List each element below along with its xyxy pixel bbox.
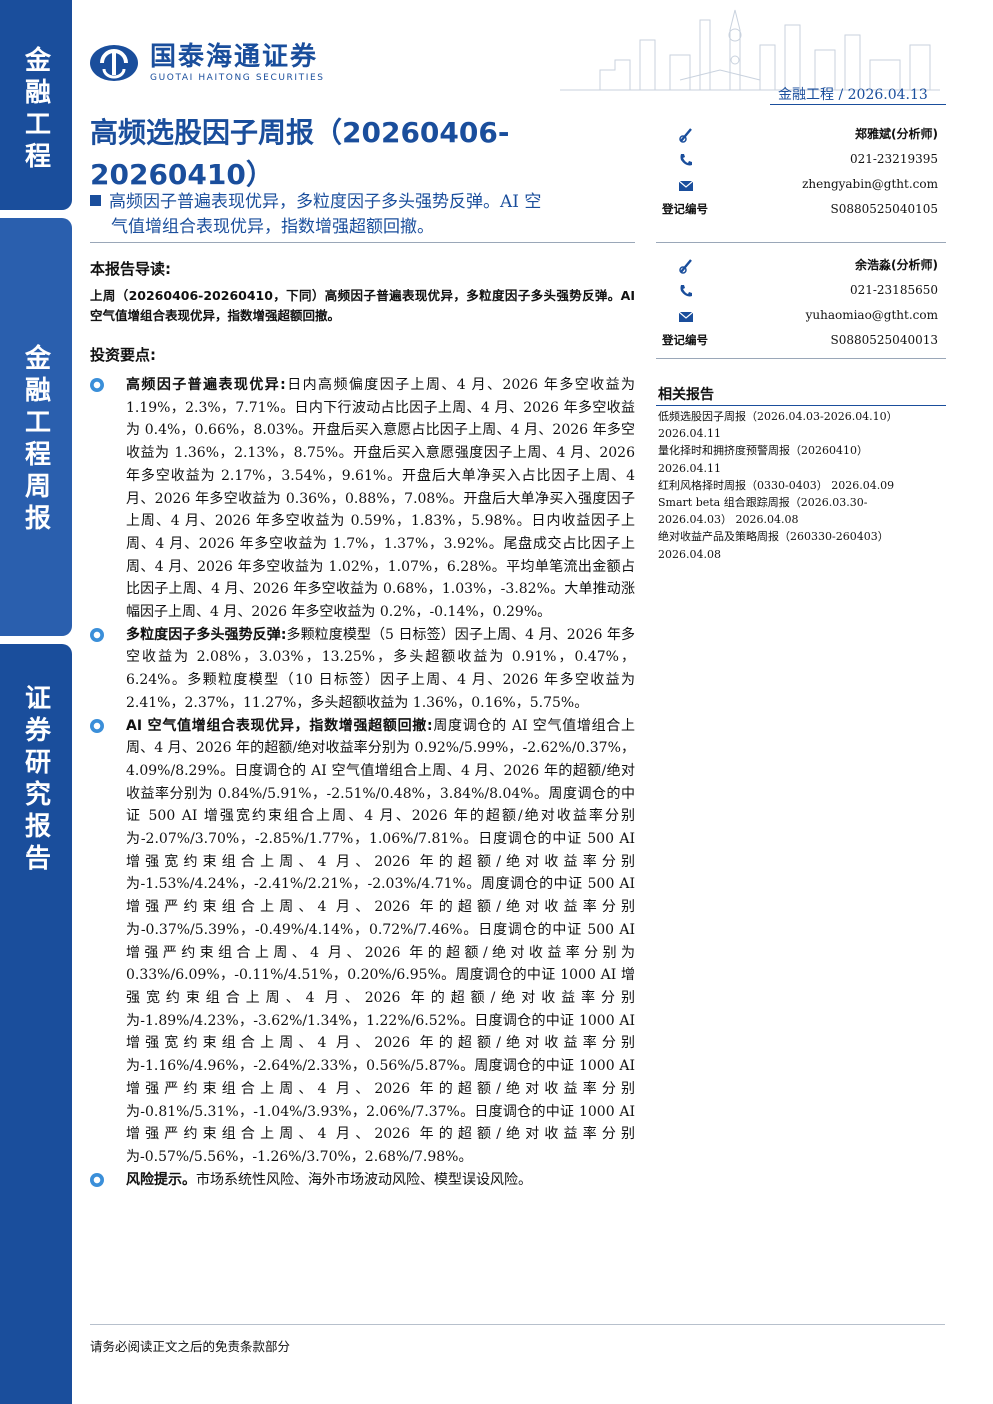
guide-text: 上周（20260406-20260410，下同）高频因子普遍表现优异，多粒度因子… [90, 288, 635, 323]
guide-heading: 本报告导读: [90, 260, 171, 278]
related-item[interactable]: 绝对收益产品及策略周报（260330-260403） [658, 530, 889, 544]
analyst-divider [656, 242, 946, 243]
point-item: AI 空气值增组合表现优异，指数增强超额回撤:周度调仓的 AI 空气值增组合上周… [90, 715, 635, 1169]
footer-rule [90, 1324, 945, 1325]
header-rule [770, 104, 946, 105]
analyst-divider [656, 358, 946, 359]
title-divider [90, 242, 635, 243]
related-item: 2026.04.08 [658, 547, 721, 561]
brand-name-en: GUOTAI HAITONG SECURITIES [150, 73, 325, 83]
analyst-name: 余浩淼(分析师) [855, 258, 938, 272]
points-heading: 投资要点: [90, 346, 156, 364]
pen-icon [678, 258, 694, 283]
sidebar-report-kind: 证券研究报告 [0, 644, 72, 1404]
bullet-circle-icon [90, 718, 104, 733]
related-item: 2026.04.03） 2026.04.08 [658, 513, 799, 527]
sidebar-report-type: 金融工程周报 [0, 218, 72, 636]
brand-name: 国泰海通证券 [150, 42, 319, 72]
related-item: 2026.04.11 [658, 461, 721, 475]
point-item: 风险提示。市场系统性风险、海外市场波动风险、模型误设风险。 [90, 1169, 635, 1192]
analyst-email[interactable]: yuhaomiao@gtht.com [805, 308, 938, 322]
brand-logo: 国泰海通证券 GUOTAI HAITONG SECURITIES [88, 43, 325, 83]
header-category-date: 金融工程 / 2026.04.13 [778, 87, 928, 103]
email-icon [678, 177, 694, 202]
point-item: 多粒度因子多头强势反弹:多颗粒度模型（5 日标签）因子上周、4 月、2026 年… [90, 624, 635, 715]
bullet-circle-icon [90, 627, 104, 642]
sidebar-category: 金融工程 [0, 0, 72, 210]
related-rule [656, 405, 946, 406]
analyst-email[interactable]: zhengyabin@gtht.com [802, 177, 938, 191]
investment-points: 高频因子普遍表现优异:日内高频偏度因子上周、4 月、2026 年多空收益为 1.… [90, 374, 635, 1191]
report-subtitle: 高频因子普遍表现优异，多粒度因子多头强势反弹。AI 空 气值增组合表现优异，指数… [90, 190, 630, 240]
pen-icon [678, 127, 694, 152]
point-item: 高频因子普遍表现优异:日内高频偏度因子上周、4 月、2026 年多空收益为 1.… [90, 374, 635, 624]
related-item: 2026.04.11 [658, 427, 721, 441]
brand-logo-icon [88, 43, 140, 83]
related-reports: 低频选股因子周报（2026.04.03-2026.04.10） 2026.04.… [658, 408, 946, 563]
skyline-decoration [560, 9, 940, 91]
bullet-circle-icon [90, 378, 104, 392]
sidebar: 金融工程 金融工程周报 证券研究报告 [0, 0, 72, 1404]
bullet-circle-icon [90, 1172, 104, 1187]
analyst-phone: 021-23185650 [849, 283, 938, 297]
analyst-phone: 021-23219395 [849, 152, 938, 166]
square-bullet-icon [90, 195, 101, 206]
analyst-name: 郑雅斌(分析师) [855, 127, 938, 141]
related-item[interactable]: Smart beta 组合跟踪周报（2026.03.30- [658, 496, 868, 510]
registration-label: 登记编号 [662, 202, 708, 216]
report-title: 高频选股因子周报（20260406- 20260410） [90, 116, 510, 191]
related-item[interactable]: 红利风格择时周报（0330-0403） 2026.04.09 [658, 478, 895, 492]
related-item[interactable]: 低频选股因子周报（2026.04.03-2026.04.10） [658, 410, 898, 423]
registration-label: 登记编号 [662, 333, 708, 347]
registration-number: S0880525040105 [830, 202, 938, 216]
email-icon [678, 308, 694, 333]
analyst-panel: 郑雅斌(分析师) 021-23219395 zhengyabin@gtht.co… [656, 122, 946, 363]
footer-disclaimer: 请务必阅读正文之后的免责条款部分 [90, 1339, 291, 1354]
phone-icon [678, 152, 694, 177]
registration-number: S0880525040013 [830, 333, 938, 347]
related-item[interactable]: 量化择时和拥挤度预警周报（20260410） [658, 444, 868, 458]
related-heading: 相关报告 [658, 387, 714, 403]
phone-icon [678, 283, 694, 308]
